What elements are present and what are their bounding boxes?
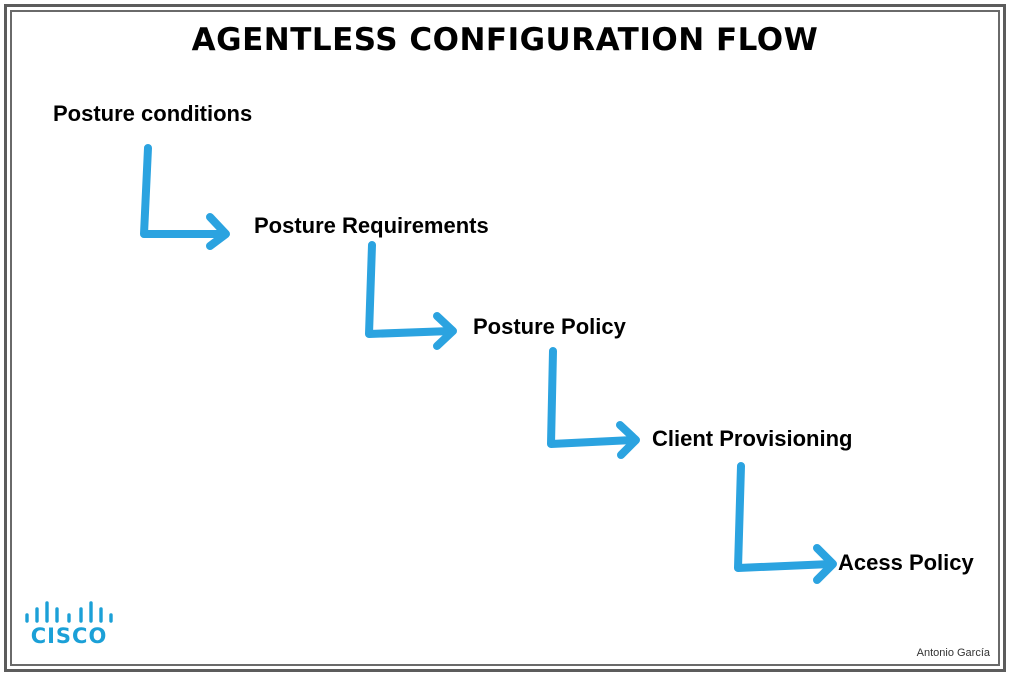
author-credit: Antonio García	[916, 647, 990, 659]
step-posture-conditions: Posture conditions	[53, 101, 253, 126]
step-client-provisioning: Client Provisioning	[652, 426, 853, 451]
step-access-policy: Acess Policy	[838, 550, 974, 575]
cisco-bars-icon	[25, 601, 113, 623]
elbow-arrow-icon	[547, 347, 640, 459]
inner-frame	[10, 10, 1000, 666]
cisco-wordmark: CISCO	[30, 624, 108, 648]
diagram-title: AGENTLESS CONFIGURATION FLOW	[191, 22, 819, 58]
cisco-logo: CISCO	[22, 600, 116, 652]
elbow-arrow-icon	[734, 462, 837, 584]
outer-frame	[4, 4, 1006, 672]
elbow-arrow-icon	[365, 241, 457, 350]
step-posture-policy: Posture Policy	[473, 314, 626, 339]
step-posture-requirements: Posture Requirements	[254, 213, 489, 238]
elbow-arrow-icon	[140, 144, 230, 250]
